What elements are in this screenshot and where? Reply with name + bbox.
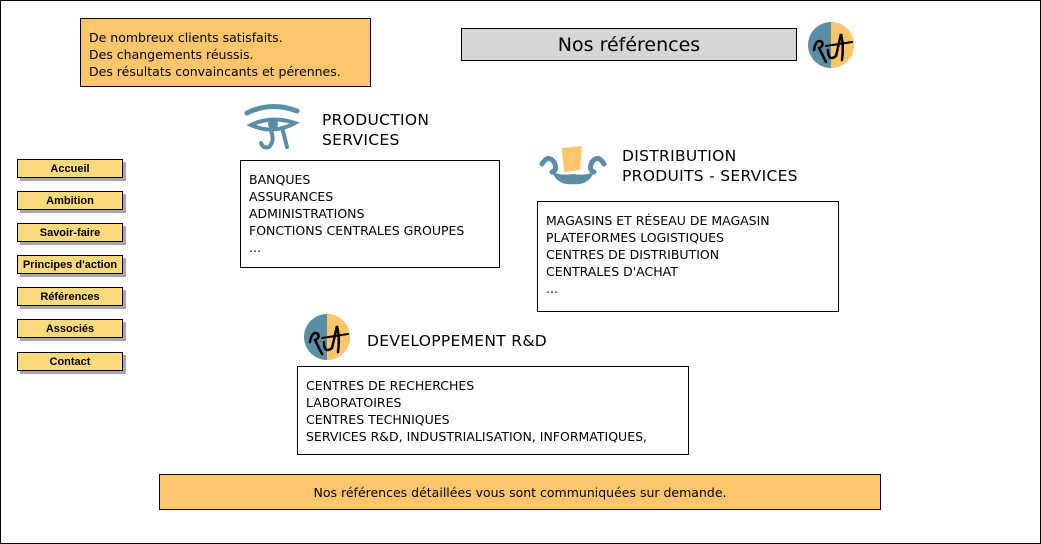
footer-text: Nos références détaillées vous sont comm… (313, 484, 727, 500)
list-item: CENTRES DE DISTRIBUTION (546, 247, 720, 262)
nav-principes-button[interactable]: Principes d'action (17, 255, 123, 274)
section-title-line: DISTRIBUTION (622, 147, 737, 165)
list-item: ... (249, 240, 261, 255)
nav-contact-button[interactable]: Contact (17, 352, 123, 371)
list-item: CENTRES TECHNIQUES (306, 412, 450, 427)
page-title: Nos références (461, 28, 797, 61)
list-item: ADMINISTRATIONS (249, 206, 365, 221)
tagline-line: Des résultats convaincants et pérennes. (89, 64, 341, 79)
list-item: CENTRALES D'ACHAT (546, 264, 678, 279)
nav-references-button[interactable]: Références (17, 287, 123, 306)
list-item: MAGASINS ET RÉSEAU DE MAGASIN (546, 213, 770, 228)
section-title-line: DEVELOPPEMENT R&D (367, 332, 547, 350)
list-item: BANQUES (249, 172, 311, 187)
nav-associes-button[interactable]: Associés (17, 319, 123, 338)
rd-logo-icon (808, 22, 854, 68)
section-title-line: SERVICES (322, 131, 400, 149)
list-item: SERVICES R&D, INDUSTRIALISATION, INFORMA… (306, 429, 648, 444)
nav-accueil-button[interactable]: Accueil (17, 159, 123, 178)
list-item: ... (546, 281, 558, 296)
rd-logo-icon (304, 314, 350, 360)
nav-ambition-button[interactable]: Ambition (17, 191, 123, 210)
footer-note: Nos références détaillées vous sont comm… (159, 474, 881, 510)
production-list: BANQUES ASSURANCES ADMINISTRATIONS FONCT… (240, 160, 500, 268)
list-item: PLATEFORMES LOGISTIQUES (546, 230, 725, 245)
list-item: CENTRES DE RECHERCHES (306, 378, 475, 393)
rd-list: CENTRES DE RECHERCHES LABORATOIRES CENTR… (297, 366, 689, 455)
eye-of-horus-icon (244, 104, 300, 150)
rd-section-title: DEVELOPPEMENT R&D (367, 331, 547, 351)
basket-icon (539, 146, 607, 185)
section-title-line: PRODUITS - SERVICES (622, 167, 798, 185)
distribution-section-title: DISTRIBUTION PRODUITS - SERVICES (622, 146, 798, 186)
page-title-text: Nos références (557, 33, 701, 56)
list-item: ASSURANCES (249, 189, 334, 204)
list-item: FONCTIONS CENTRALES GROUPES (249, 223, 465, 238)
tagline-line: Des changements réussis. (89, 47, 254, 62)
tagline-box: De nombreux clients satisfaits. Des chan… (80, 18, 371, 87)
list-item: LABORATOIRES (306, 395, 402, 410)
tagline-line: De nombreux clients satisfaits. (89, 30, 283, 45)
production-section-title: PRODUCTION SERVICES (322, 110, 429, 150)
nav-savoir-faire-button[interactable]: Savoir-faire (17, 223, 123, 242)
distribution-list: MAGASINS ET RÉSEAU DE MAGASIN PLATEFORME… (537, 201, 839, 312)
section-title-line: PRODUCTION (322, 111, 430, 129)
